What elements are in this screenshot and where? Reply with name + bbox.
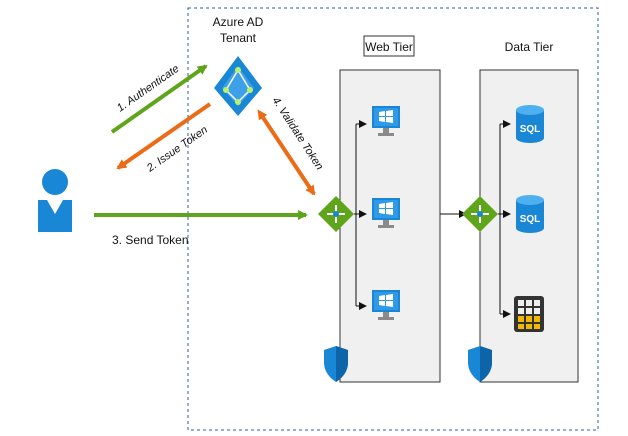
load-balancer-icon: [318, 196, 354, 232]
web-tier-label: Web Tier: [365, 40, 413, 54]
validate-token-arrow: [257, 109, 316, 196]
vm-icon: [372, 198, 400, 228]
azure-ad-title-line1: Azure AD: [213, 15, 264, 29]
sql-label: SQL: [520, 124, 541, 135]
azure-boundary: [187, 7, 599, 431]
data-tier-connectors: [498, 120, 511, 318]
vm-icon: [372, 106, 400, 136]
sql-label: SQL: [520, 214, 541, 225]
shield-icon: [468, 346, 492, 382]
load-balancer-icon: [462, 196, 498, 232]
issue-token-arrow: [116, 102, 212, 170]
sql-db-icon: SQL: [516, 105, 544, 143]
web-tier-connectors: [354, 120, 367, 310]
shield-icon: [324, 346, 348, 382]
azure-ad-title-line2: Tenant: [220, 31, 257, 45]
authenticate-arrow: [110, 64, 208, 134]
send-token-label: 3. Send Token: [112, 233, 189, 247]
issue-token-label: 2. Issue Token: [144, 124, 210, 175]
user-icon: [38, 169, 72, 232]
data-tier-label: Data Tier: [505, 40, 554, 54]
vm-icon: [372, 290, 400, 320]
sql-db-icon: SQL: [516, 195, 544, 233]
web-tier-label-box: [363, 35, 415, 57]
azure-ad-icon: [214, 56, 262, 116]
storage-grid-icon: [514, 296, 544, 332]
validate-token-label: 4. Validate Token: [269, 95, 325, 172]
